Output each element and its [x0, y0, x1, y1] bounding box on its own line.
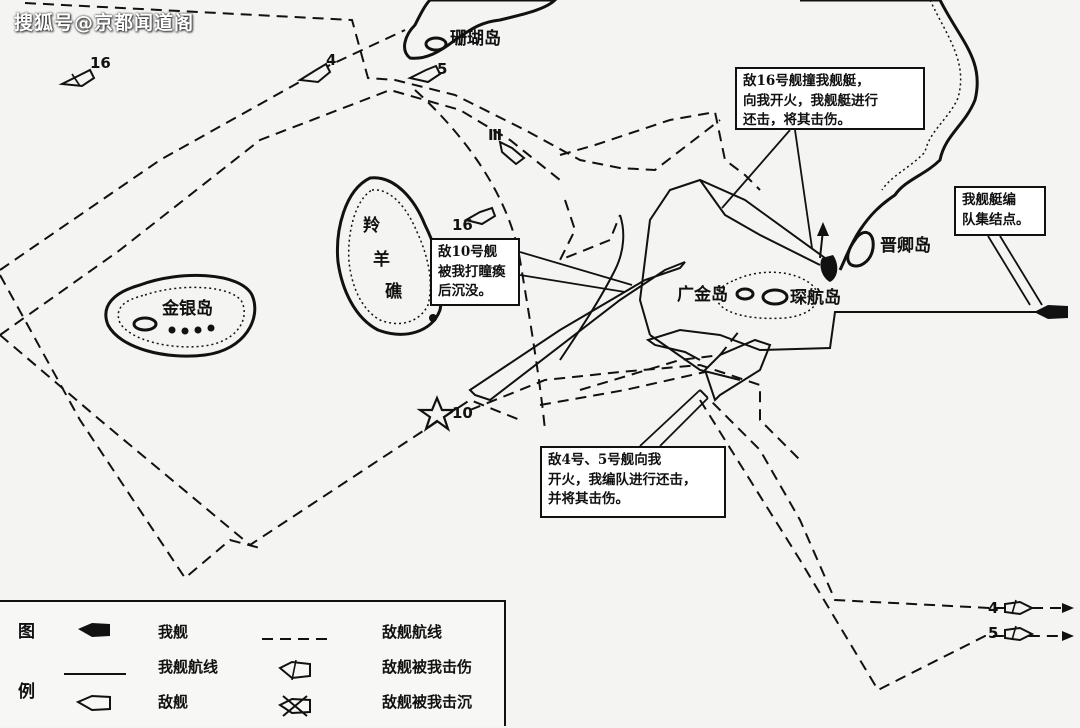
callout-line: 敌4号、5号舰向我	[548, 452, 662, 468]
reef-label-ling: 羚	[363, 216, 380, 236]
ship-number-3: Ⅲ	[488, 126, 503, 144]
reef-label-yang: 羊	[373, 250, 390, 270]
legend-title-2: 例	[18, 682, 35, 702]
ship-number-16-mid: 16	[452, 216, 473, 234]
legend-enemy-ship-label: 敌舰	[158, 693, 189, 711]
legend-enemy-route-label: 敌舰航线	[382, 623, 443, 641]
jinqing-island	[846, 231, 875, 268]
island-label-shanhu: 珊瑚岛	[450, 29, 501, 49]
enemy-ships	[58, 62, 1035, 642]
enemy-ship-16-mid	[463, 206, 497, 226]
our-ship-icon-2	[820, 255, 838, 282]
ship-number-4-right: 4	[988, 599, 999, 617]
callout-line: 队集结点。	[962, 211, 1030, 228]
enemy-ship-16-top	[58, 68, 96, 88]
callout-line: 敌16号舰撞我舰艇，	[743, 73, 870, 89]
callout-line: 开火，我编队进行还击，	[548, 471, 697, 488]
legend-enemy-damaged-label: 敌舰被我击伤	[382, 658, 473, 676]
legend-enemy-ship-icon	[75, 694, 111, 712]
callout-line: 并将其击伤。	[548, 491, 629, 508]
ship-number-10: 10	[452, 404, 473, 422]
enemy-ship-5-top	[407, 64, 442, 84]
lingyang-reef	[336, 176, 444, 336]
island-label-jinyin: 金银岛	[162, 299, 213, 319]
map-legend: 图 例 我舰 敌舰航线 我舰航线 敌舰被我击伤 敌舰 敌舰被我击沉	[0, 600, 506, 726]
callout-line: 我舰艇编	[962, 192, 1016, 208]
island-label-jinqing: 晋卿岛	[880, 236, 931, 256]
our-ship-icon	[1034, 305, 1068, 319]
ship-number-5-top: 5	[437, 60, 448, 78]
island-label-chenhang: 琛航岛	[790, 288, 841, 308]
chenhang-reef	[716, 271, 819, 320]
shanhu-islet	[424, 36, 448, 52]
ship-number-16-top: 16	[90, 54, 111, 72]
enemy-ship-4-top	[297, 62, 332, 84]
ship-number-4-top: 4	[326, 51, 337, 69]
callout-line: 敌10号舰	[438, 244, 498, 260]
legend-our-route-label: 我舰航线	[158, 658, 219, 676]
enemy-ship-4-right	[1004, 600, 1035, 616]
mainland-coast	[800, 0, 979, 271]
callout-leaders	[519, 129, 1043, 447]
legend-damaged-ship-icon	[278, 660, 311, 680]
our-routes	[468, 178, 1040, 402]
legend-enemy-sunk-label: 敌舰被我击沉	[382, 693, 473, 711]
legend-title-1: 图	[18, 622, 35, 642]
enemy-ship-3	[498, 140, 526, 166]
callout-enemy-4-5: 敌4号、5号舰向我 开火，我编队进行还击， 并将其击伤。	[540, 446, 726, 518]
enemy-ship-5-right	[1004, 626, 1035, 642]
legend-our-ship-icon	[78, 623, 110, 637]
callout-line: 后沉没。	[438, 283, 492, 300]
jinyin-reef	[104, 273, 257, 358]
legend-our-ship-label: 我舰	[158, 623, 189, 641]
enemy-ship-10-sunk	[416, 395, 458, 432]
reef-label-jiao: 礁	[385, 282, 402, 302]
watermark: 搜狐号@京都闻道阁	[14, 12, 195, 34]
callout-enemy-16: 敌16号舰撞我舰艇， 向我开火，我舰艇进行 还击，将其击伤。	[735, 67, 925, 130]
callout-assembly-point: 我舰艇编 队集结点。	[954, 186, 1046, 236]
callout-enemy-10: 敌10号舰 被我打瞳瘓 后沉没。	[430, 238, 520, 306]
island-label-guangjin: 广金岛	[677, 285, 728, 305]
callout-line: 还击，将其击伤。	[743, 112, 851, 129]
callout-line: 被我打瞳瘓	[438, 263, 506, 280]
top-island	[403, 0, 558, 60]
legend-symbols	[64, 623, 330, 717]
ship-number-5-right: 5	[988, 624, 999, 642]
callout-line: 向我开火，我舰艇进行	[743, 92, 878, 109]
